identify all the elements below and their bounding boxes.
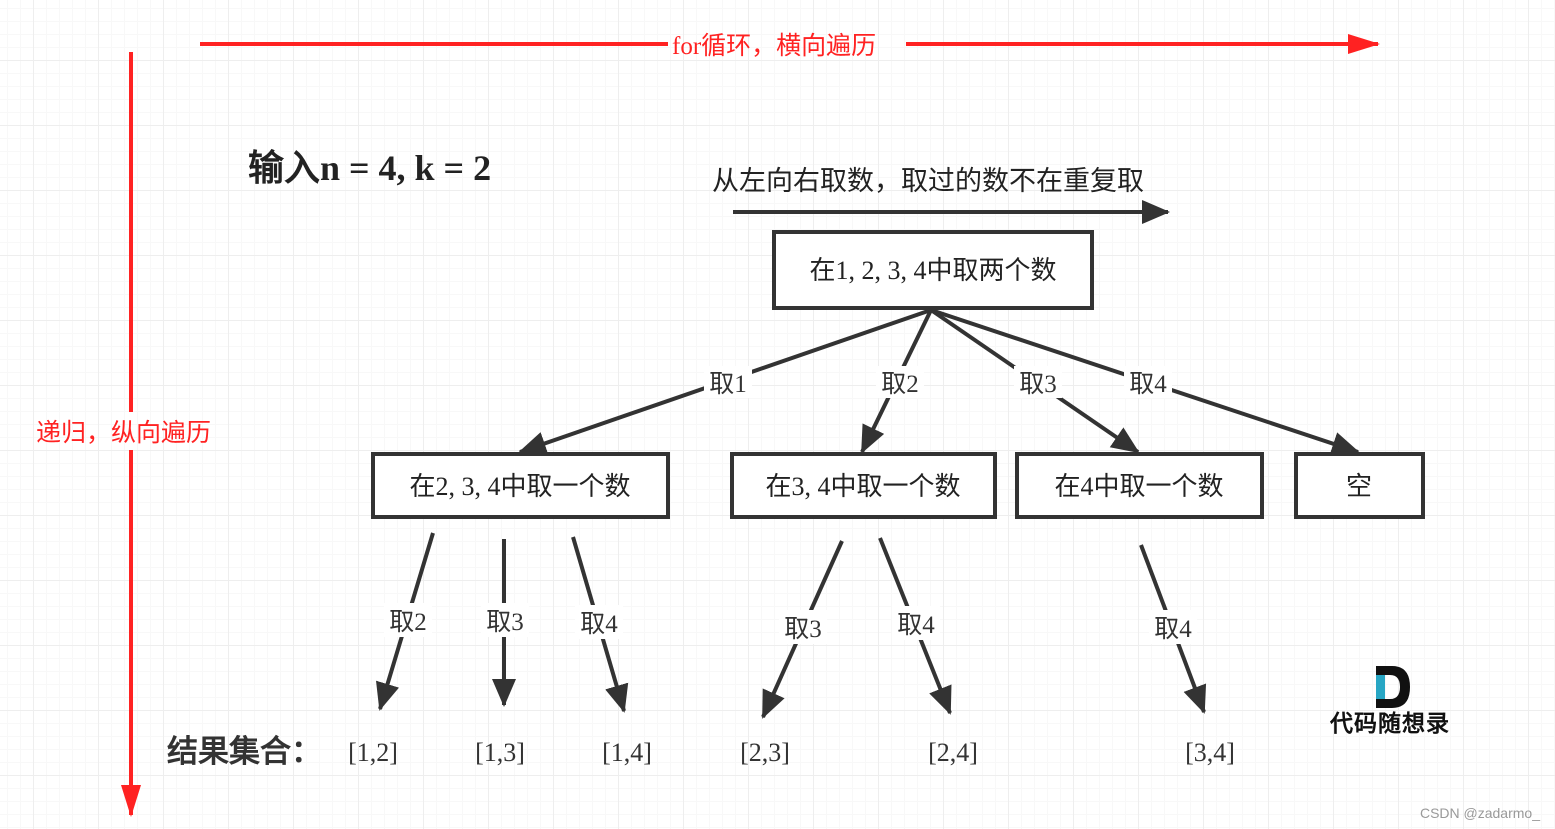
edge-label-take-2: 取2 — [881, 371, 919, 398]
vertical-axis-label: 递归，纵向遍历 — [36, 419, 211, 447]
edge-label-bg — [1149, 610, 1197, 644]
results-title: 结果集合： — [167, 734, 322, 769]
logo-accent — [1376, 675, 1385, 699]
node-2-3-4-box — [371, 452, 670, 519]
edge-label-bg — [704, 366, 752, 398]
result-item: [2,4] — [928, 738, 978, 767]
node-4-label: 在4中取一个数 — [1054, 472, 1223, 501]
input-title: 输入n = 4, k = 2 — [248, 148, 491, 188]
edge-label-1-take-3: 取3 — [486, 609, 524, 636]
node-empty-label: 空 — [1346, 472, 1372, 501]
result-item: [1,2] — [348, 738, 398, 767]
edge-label-bg — [876, 366, 924, 398]
edge-label-bg — [575, 605, 623, 639]
result-item: [3,4] — [1185, 738, 1235, 767]
edge-label-take-3: 取3 — [1019, 371, 1057, 398]
node-3-4-label: 在3, 4中取一个数 — [765, 472, 960, 501]
node-4-box — [1015, 452, 1264, 519]
edge-label-2-take-4: 取4 — [897, 612, 935, 639]
edge-label-bg — [481, 603, 529, 637]
root-node-label: 在1, 2, 3, 4中取两个数 — [809, 256, 1056, 285]
node-3-4-box — [730, 452, 997, 519]
edge-label-bg — [1124, 366, 1172, 398]
edge-label-take-4: 取4 — [1129, 371, 1167, 398]
edge-label-take-1: 取1 — [709, 371, 747, 398]
watermark: CSDN @zadarmo_ — [1420, 805, 1540, 821]
edge-label-bg — [892, 606, 940, 640]
edge-label-bg — [779, 610, 827, 644]
logo-text: 代码随想录 — [1329, 710, 1450, 737]
root-node-box — [772, 230, 1094, 310]
result-item: [2,3] — [740, 738, 790, 767]
node-empty-box — [1294, 452, 1425, 519]
edge-label-1-take-2: 取2 — [389, 609, 427, 636]
horizontal-axis-label: for循环，横向遍历 — [672, 32, 876, 60]
logo: 代码随想录 — [1329, 666, 1450, 737]
edge-label-3-take-4: 取4 — [1154, 616, 1192, 643]
result-item: [1,3] — [475, 738, 525, 767]
edge-label-1-take-4: 取4 — [580, 611, 618, 638]
edge-label-bg — [1014, 366, 1062, 398]
edge-label-2-take-3: 取3 — [784, 616, 822, 643]
direction-note: 从左向右取数，取过的数不在重复取 — [712, 166, 1144, 196]
result-item: [1,4] — [602, 738, 652, 767]
node-2-3-4-label: 在2, 3, 4中取一个数 — [409, 472, 630, 501]
edge-label-bg — [384, 603, 432, 637]
